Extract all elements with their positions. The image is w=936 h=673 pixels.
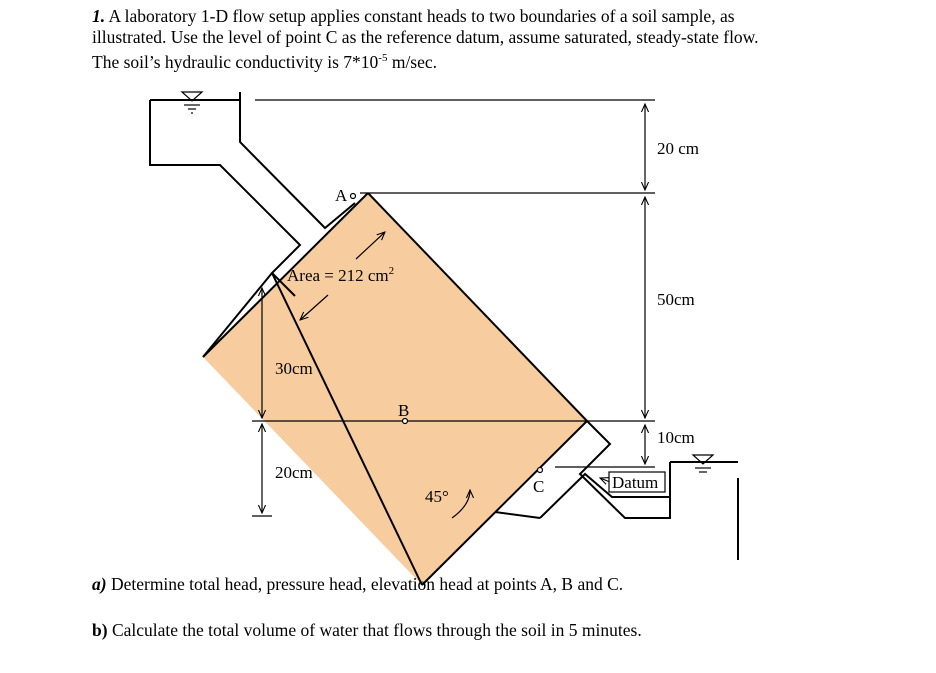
datum-pointer [600,478,611,482]
label-angle: 45° [425,487,449,506]
point-a-marker [349,192,357,200]
question-b-text: Calculate the total volume of water that… [107,620,642,640]
question-b: b) Calculate the total volume of water t… [92,620,642,641]
area-text: Area = 212 cm [287,266,389,285]
problem-line-2: illustrated. Use the level of point C as… [92,27,759,47]
label-area: Area = 212 cm2 [287,265,394,285]
question-a-label: a) [92,574,107,594]
problem-line-3: The soil’s hydraulic conductivity is 7*1… [92,48,912,73]
lower-tube-inner-wall [494,511,541,519]
soil-bottom-edge [421,420,588,586]
conductivity-unit: m/sec. [387,51,438,72]
soil-top-edge [202,192,369,358]
point-c-marker [536,466,544,474]
label-datum: Datum [612,473,658,492]
sample-right-wall [367,192,588,422]
sample-left-wall [202,272,273,358]
label-20cm-right: 20 cm [657,139,699,158]
question-b-label: b) [92,620,108,640]
lower-tube-outer-wall [578,420,671,519]
area-exponent: 2 [389,265,395,277]
water-level-icon-lower [691,454,715,465]
lower-reservoir-wall [539,472,670,519]
soil-sample [203,193,587,585]
question-a: a) Determine total head, pressure head, … [92,574,623,595]
problem-line-1: 1. A laboratory 1-D flow setup applies c… [92,6,912,27]
problem-number: 1. [92,6,106,26]
problem-statement: 1. A laboratory 1-D flow setup applies c… [92,6,912,73]
area-arrow-up [355,232,385,260]
label-20cm-left: 20cm [275,463,313,482]
upper-tube-wall [239,92,356,230]
area-arrow-down [300,294,329,320]
water-level-icon [180,91,204,102]
label-10cm: 10cm [657,428,695,447]
point-b-marker [401,417,409,425]
angle-arc [451,490,470,519]
question-a-text: Determine total head, pressure head, ele… [106,574,624,594]
problem-text-1: A laboratory 1-D flow setup applies cons… [108,6,735,26]
label-50cm: 50cm [657,290,695,309]
upper-reservoir-wall [149,100,302,297]
datum-box [608,471,666,493]
label-point-c: C [533,477,544,496]
label-point-a: A [335,186,348,205]
conductivity-exponent: -5 [378,52,388,64]
sample-left-lower-wall [271,272,423,586]
label-30cm: 30cm [275,359,313,378]
label-point-b: B [398,401,409,420]
conductivity-text: The soil’s hydraulic conductivity is 7*1… [92,51,379,72]
